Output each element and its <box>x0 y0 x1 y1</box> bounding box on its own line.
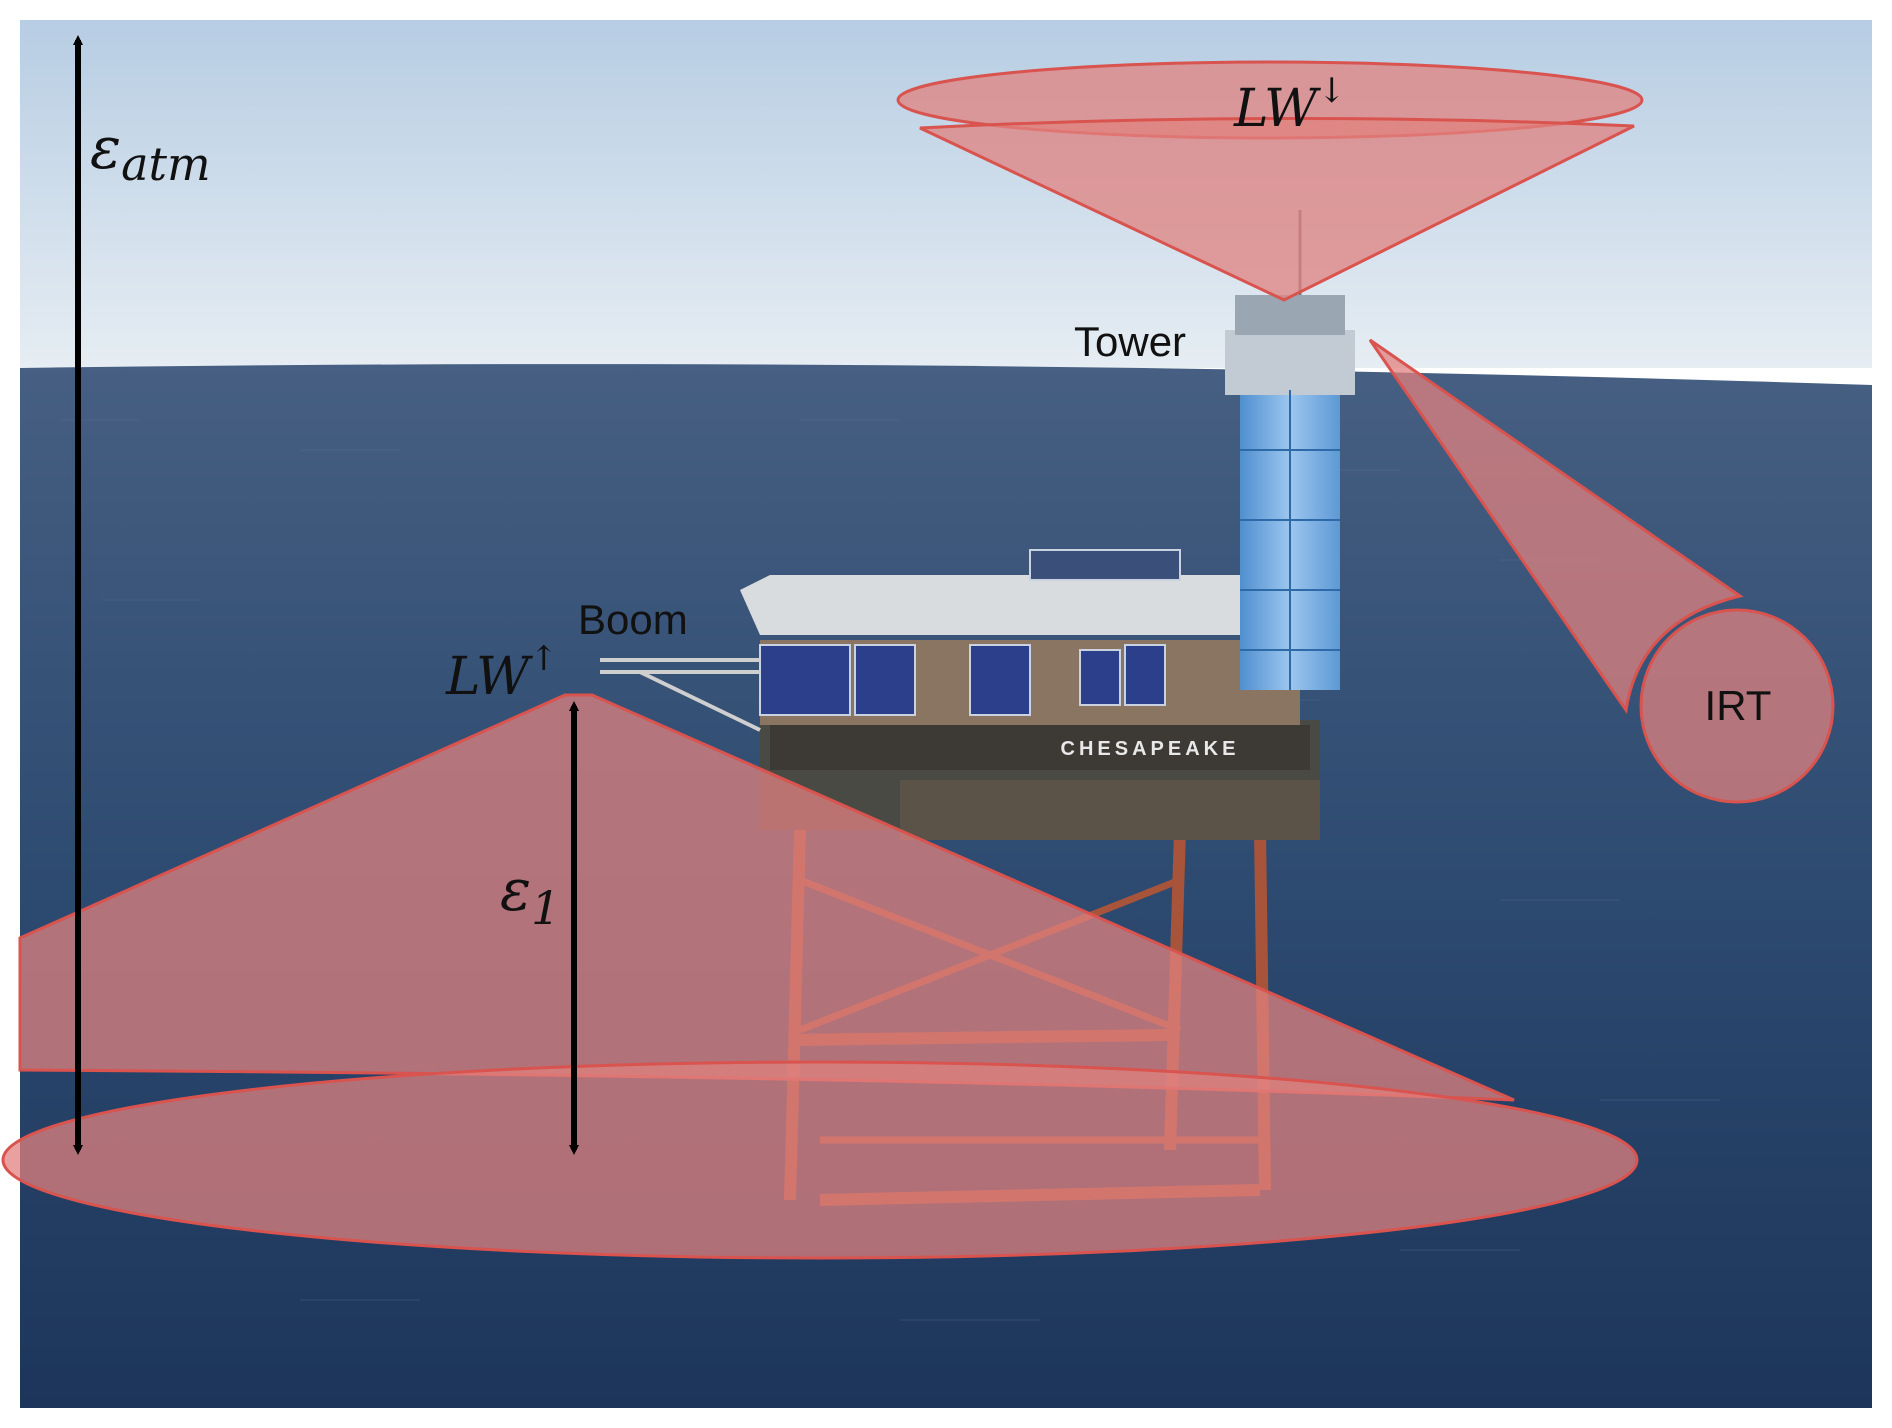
platform-name: CHESAPEAKE <box>1061 738 1240 760</box>
mid-deck <box>900 780 1320 840</box>
eps-atm-label: εatm <box>90 114 211 191</box>
tower-top <box>1225 330 1355 395</box>
boom-label: Boom <box>578 596 688 643</box>
sensor-cones <box>1 60 1835 1260</box>
eps-1-label: ε1 <box>500 856 560 935</box>
lw-down-label: LW↓ <box>1233 71 1346 139</box>
tower-grid <box>1240 390 1340 690</box>
lw-up-label: LW↑ <box>445 639 558 707</box>
sky <box>20 20 1872 368</box>
name-band <box>770 725 1310 770</box>
wave-texture <box>60 419 1720 1321</box>
helipad <box>740 575 1240 635</box>
irt-circle <box>1639 608 1835 804</box>
irt-cone <box>1368 338 1744 714</box>
tower-label: Tower <box>1074 318 1186 365</box>
boom-structure <box>600 658 761 732</box>
tower-cab <box>1235 295 1345 335</box>
solar-panels <box>759 549 1181 716</box>
irt-label: IRT <box>1705 682 1772 729</box>
lw-down-cone <box>919 116 1635 302</box>
lw-up-ellipse <box>1 1060 1639 1260</box>
